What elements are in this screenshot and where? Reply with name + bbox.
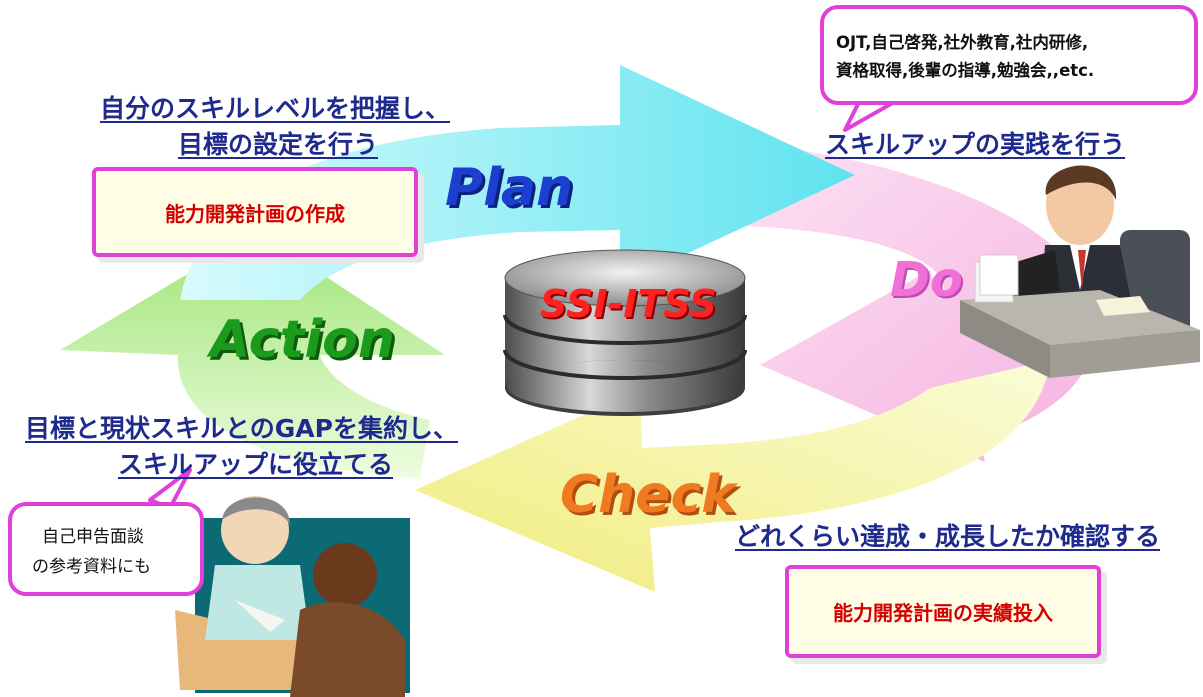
check-note-box: 能力開発計画の実績投入 [785,565,1101,658]
do-heading: スキルアップの実践を行う [825,130,1126,159]
action-bubble: 自己申告面談 の参考資料にも [8,502,204,596]
do-bubble: OJT,自己啓発,社外教育,社内研修, 資格取得,後輩の指導,勉強会,,etc. [820,5,1198,105]
action-arrow [60,232,445,478]
plan-label: Plan [445,158,574,218]
check-arrow [415,360,1050,592]
interview-illustration [175,496,410,697]
do-bubble-line1: OJT,自己啓発,社外教育,社内研修, [836,33,1089,52]
check-note-text: 能力開発計画の実績投入 [833,601,1053,625]
check-label: Check [560,465,736,525]
plan-note-box: 能力開発計画の作成 [92,167,418,257]
check-heading: どれくらい達成・成長したか確認する [735,522,1161,551]
center-label: SSI-ITSS [540,282,717,326]
action-bubble-line1: 自己申告面談 [42,527,144,547]
database-icon [503,249,747,416]
action-bubble-line2: の参考資料にも [32,557,151,577]
action-heading-line2: スキルアップに役立てる [118,450,394,479]
worker-illustration [960,165,1200,378]
action-heading-line1: 目標と現状スキルとのGAPを集約し、 [25,414,458,443]
action-label: Action [210,310,395,370]
plan-note-text: 能力開発計画の作成 [165,201,345,226]
plan-heading-line1: 自分のスキルレベルを把握し、 [100,94,451,123]
do-bubble-line2: 資格取得,後輩の指導,勉強会,,etc. [836,61,1095,80]
do-label: Do [890,252,963,308]
plan-heading-line2: 目標の設定を行う [178,130,379,159]
